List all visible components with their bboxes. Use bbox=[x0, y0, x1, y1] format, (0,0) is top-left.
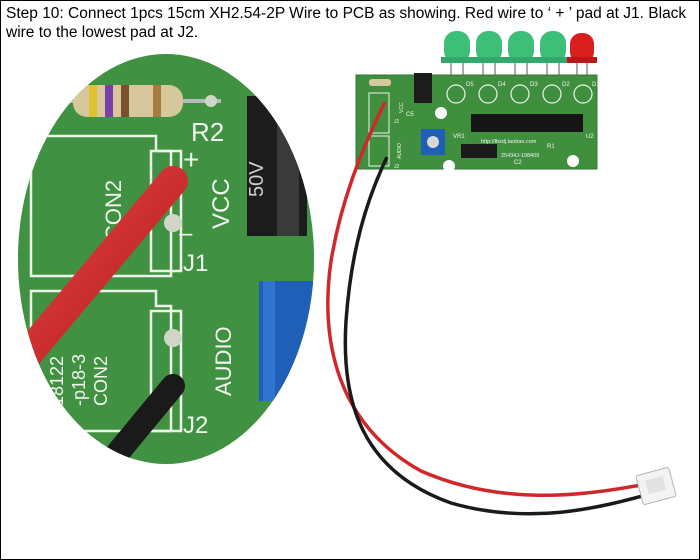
xh-connector bbox=[635, 467, 677, 505]
svg-text:http://lbsdj.taobao.com: http://lbsdj.taobao.com bbox=[481, 139, 537, 145]
instruction-text: Step 10: Connect 1pcs 15cm XH2.54-2P Wir… bbox=[6, 5, 687, 41]
pcb-board: D5 D4 D3 D2 D1 C5 VR1 R1 C2 U2 http://lb… bbox=[355, 73, 600, 172]
svg-text:D5: D5 bbox=[466, 82, 474, 88]
svg-text:D4: D4 bbox=[498, 82, 506, 88]
svg-text:VR1: VR1 bbox=[453, 134, 465, 140]
svg-text:AUDIO: AUDIO bbox=[397, 143, 403, 159]
leds bbox=[441, 31, 597, 79]
zoom-black-wire bbox=[99, 374, 185, 464]
svg-text:-p18-3: -p18-3 bbox=[69, 354, 89, 406]
svg-text:R2: R2 bbox=[191, 117, 224, 147]
svg-text:D2: D2 bbox=[562, 82, 570, 88]
svg-text:VCC: VCC bbox=[399, 102, 405, 113]
capacitor: 50V bbox=[246, 96, 307, 236]
zoomed-pcb-view: 50V R2 + VCC CON2 – J1 18122 bbox=[18, 54, 314, 464]
zoom-red-wire bbox=[18, 166, 188, 371]
long-red-wire bbox=[326, 101, 642, 497]
svg-text:C5: C5 bbox=[406, 112, 414, 118]
svg-text:D3: D3 bbox=[530, 82, 538, 88]
svg-text:D1: D1 bbox=[592, 82, 600, 88]
svg-text:J2: J2 bbox=[394, 164, 400, 170]
svg-text:R1: R1 bbox=[547, 144, 555, 150]
svg-text:50V: 50V bbox=[246, 161, 268, 197]
svg-text:VCC: VCC bbox=[208, 178, 235, 229]
svg-text:J1: J1 bbox=[394, 119, 400, 125]
svg-text:–: – bbox=[179, 220, 193, 247]
potentiometer bbox=[259, 281, 314, 431]
svg-text:+: + bbox=[183, 144, 199, 175]
svg-text:25434J-198409: 25434J-198409 bbox=[501, 153, 539, 159]
svg-text:J2: J2 bbox=[183, 412, 208, 439]
svg-text:J1: J1 bbox=[183, 250, 208, 277]
svg-text:18122: 18122 bbox=[47, 356, 67, 406]
svg-text:U2: U2 bbox=[586, 134, 594, 140]
svg-text:CON2: CON2 bbox=[91, 356, 111, 406]
svg-text:C2: C2 bbox=[514, 160, 522, 166]
long-black-wire bbox=[343, 156, 647, 516]
svg-text:AUDIO: AUDIO bbox=[211, 326, 236, 396]
